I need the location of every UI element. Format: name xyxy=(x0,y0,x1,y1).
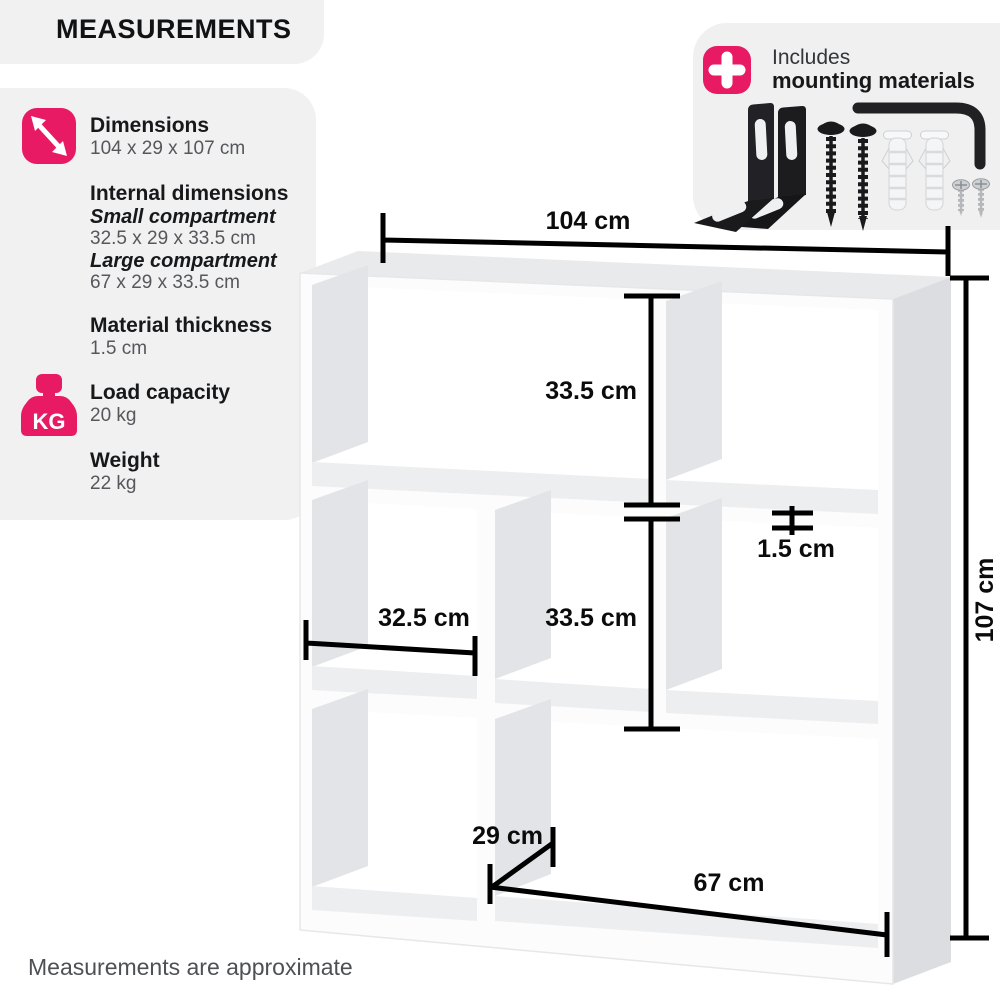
compartment-middle-center xyxy=(495,490,650,712)
mounting-materials-graphic xyxy=(694,46,990,232)
plus-icon xyxy=(703,46,751,94)
compartment-bottom-left xyxy=(312,689,477,921)
material-thickness-label: Material thickness xyxy=(90,314,273,337)
sidebar-item-material-thickness: Material thickness 1.5 cm xyxy=(90,314,320,359)
small-compartment-value: 32.5 x 29 x 33.5 cm xyxy=(90,228,256,250)
dimension-width: 104 cm xyxy=(380,207,951,276)
compartment-bottom-right xyxy=(495,699,878,948)
dimensions-arrows-icon xyxy=(22,108,76,164)
dimension-top-compartment-height: 33.5 cm xyxy=(545,293,680,508)
compartment-middle-left xyxy=(312,480,477,699)
load-capacity-label: Load capacity xyxy=(90,381,231,404)
sidebar-item-weight: Weight 22 kg xyxy=(90,449,320,494)
dimensions-value: 104 x 29 x 107 cm xyxy=(90,137,246,159)
dimension-small-width-label: 32.5 cm xyxy=(378,604,470,632)
dimension-height: 107 cm xyxy=(950,275,999,941)
dimension-width-label: 104 cm xyxy=(546,207,631,235)
weight-value: 22 kg xyxy=(90,472,137,494)
dimension-top-height-label: 33.5 cm xyxy=(545,377,637,405)
dimensions-label: Dimensions xyxy=(90,114,210,137)
angle-bracket-icon xyxy=(694,102,774,232)
dimension-height-label: 107 cm xyxy=(971,558,999,643)
dimension-small-compartment-width: 32.5 cm xyxy=(303,604,478,676)
small-screw-icon xyxy=(952,179,970,216)
dimension-large-width-label: 67 cm xyxy=(694,869,765,897)
compartment-middle-right xyxy=(666,498,878,724)
dimension-material-thickness: 1.5 cm xyxy=(757,506,835,563)
material-thickness-value: 1.5 cm xyxy=(90,337,148,359)
sidebar-item-internal-dimensions: Internal dimensions Small compartment 32… xyxy=(90,182,320,294)
footnote: Measurements are approximate xyxy=(28,954,353,980)
screw-icon xyxy=(817,121,845,227)
dimension-large-compartment-width: 67 cm xyxy=(489,869,890,957)
page-title: MEASUREMENTS xyxy=(56,14,292,44)
internal-dimensions-label: Internal dimensions xyxy=(90,182,289,205)
dimension-depth: 29 cm xyxy=(472,822,556,904)
sidebar-item-dimensions: Dimensions 104 x 29 x 107 cm xyxy=(90,114,320,159)
large-compartment-value: 67 x 29 x 33.5 cm xyxy=(90,272,240,294)
kg-icon-text: KG xyxy=(33,409,66,434)
includes-line1: Includes xyxy=(772,46,851,69)
small-screw-icon xyxy=(972,178,990,218)
load-capacity-value: 20 kg xyxy=(90,404,137,426)
wall-plug-icon xyxy=(918,130,951,211)
compartment-top-right xyxy=(666,281,878,514)
kg-weight-icon: KG xyxy=(21,374,77,436)
shelf-drawing xyxy=(299,251,951,985)
small-compartment-label: Small compartment xyxy=(90,205,276,228)
includes-line2: mounting materials xyxy=(772,68,975,93)
dimension-thickness-label: 1.5 cm xyxy=(757,535,835,563)
allen-key-icon xyxy=(852,102,986,170)
screw-icon xyxy=(849,123,877,231)
sidebar-item-load-capacity: Load capacity 20 kg xyxy=(90,381,320,426)
compartment-top-left xyxy=(312,265,650,503)
wall-plug-icon xyxy=(881,130,914,211)
title-card xyxy=(0,0,324,64)
dimension-depth-label: 29 cm xyxy=(472,822,543,850)
large-compartment-label: Large compartment xyxy=(90,249,277,272)
dimension-middle-compartment-height: 33.5 cm xyxy=(545,516,680,732)
weight-label: Weight xyxy=(90,449,160,472)
dimension-middle-height-label: 33.5 cm xyxy=(545,604,637,632)
